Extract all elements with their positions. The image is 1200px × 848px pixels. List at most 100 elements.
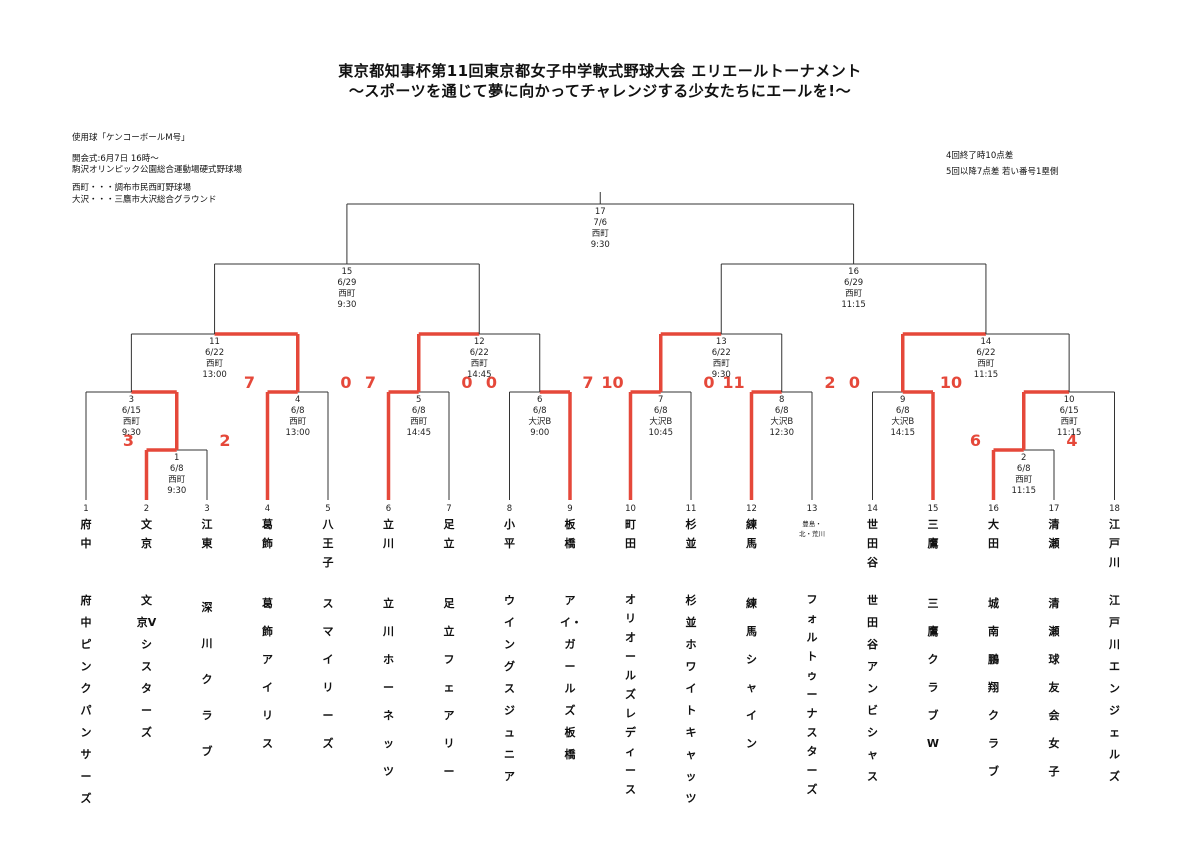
match-time-10: 11:15 <box>1057 428 1082 438</box>
match-venue-9: 大沢B <box>891 416 914 427</box>
team-name-14: 世田谷アンビシャス <box>867 594 878 783</box>
score-m6-left: 0 <box>486 373 497 392</box>
match-date-16: 6/29 <box>844 278 863 288</box>
match-number-6: 6 <box>537 395 542 405</box>
match-venue-13: 西町 <box>713 359 731 369</box>
team-region-13-b: 北・荒川 <box>799 529 825 538</box>
team-number-3: 3 <box>204 504 209 514</box>
score-m7-right: 0 <box>703 373 714 392</box>
score-m4-right: 0 <box>340 373 351 392</box>
team-name-16: 城南鵬翔クラブ <box>988 597 999 778</box>
match-venue-7: 大沢B <box>649 416 672 427</box>
team-number-11: 11 <box>686 504 697 514</box>
venue-nishimachi-note: 西町・・・調布市民西町野球場 <box>72 183 192 193</box>
score-m6-right: 7 <box>582 373 593 392</box>
match-number-7: 7 <box>658 395 663 405</box>
match-number-4: 4 <box>295 395 300 405</box>
match-time-2: 11:15 <box>1012 486 1037 496</box>
match-number-2: 2 <box>1021 453 1026 463</box>
team-name-10: オリオールズレディース <box>625 593 636 796</box>
team-name-18: 江戸川エンジェルズ <box>1109 594 1120 783</box>
team-name-4: 葛飾アイリス <box>262 597 273 750</box>
match-date-12: 6/22 <box>470 348 489 358</box>
score-m8-left: 11 <box>722 373 744 392</box>
score-m1-left: 3 <box>123 431 134 450</box>
team-number-10: 10 <box>625 504 636 514</box>
team-region-17: 清瀬 <box>1048 518 1060 550</box>
match-time-3: 9:30 <box>122 428 141 438</box>
team-region-4: 葛飾 <box>262 518 273 550</box>
match-number-17: 17 <box>595 207 606 217</box>
team-number-18: 18 <box>1109 504 1120 514</box>
team-name-2: 文京Vシスターズ <box>136 594 157 739</box>
match-venue-17: 西町 <box>592 229 610 239</box>
score-m8-right: 2 <box>824 373 835 392</box>
tournament-title: 東京都知事杯第11回東京都女子中学軟式野球大会 エリエールトーナメント <box>338 62 862 80</box>
match-venue-4: 西町 <box>289 417 307 427</box>
match-date-10: 6/15 <box>1060 406 1079 416</box>
team-name-11: 杉並ホワイトキャッツ <box>685 594 697 805</box>
match-time-15: 9:30 <box>337 300 356 310</box>
match-venue-10: 西町 <box>1061 417 1079 427</box>
match-venue-12: 西町 <box>471 359 489 369</box>
score-m2-left: 6 <box>970 431 981 450</box>
match-time-17: 9:30 <box>591 240 610 250</box>
team-name-9: アイ・ガールズ板橋 <box>560 594 582 761</box>
tournament-subtitle: 〜スポーツを通じて夢に向かってチャレンジする少女たちにエールを!〜 <box>348 82 852 100</box>
match-date-6: 6/8 <box>533 406 547 416</box>
match-number-3: 3 <box>129 395 134 405</box>
team-number-6: 6 <box>386 504 391 514</box>
team-region-1: 府中 <box>80 518 92 550</box>
match-date-7: 6/8 <box>654 406 668 416</box>
match-number-9: 9 <box>900 395 905 405</box>
match-time-4: 13:00 <box>286 428 311 438</box>
team-name-13: フォルトゥーナスターズ <box>806 593 818 796</box>
match-date-1: 6/8 <box>170 464 184 474</box>
match-date-15: 6/29 <box>337 278 356 288</box>
mercy-rule-note-2: 5回以降7点差 若い番号1塁側 <box>946 167 1059 177</box>
team-region-18: 江戸川 <box>1109 518 1120 569</box>
match-venue-6: 大沢B <box>528 416 551 427</box>
match-number-13: 13 <box>716 337 727 347</box>
team-region-6: 立川 <box>383 518 394 550</box>
team-number-12: 12 <box>746 504 757 514</box>
score-m9-left: 0 <box>849 373 860 392</box>
match-venue-11: 西町 <box>206 359 224 369</box>
match-time-8: 12:30 <box>770 428 795 438</box>
match-time-7: 10:45 <box>649 428 674 438</box>
score-m9-right: 10 <box>940 373 962 392</box>
team-number-9: 9 <box>567 504 572 514</box>
team-number-8: 8 <box>507 504 512 514</box>
match-date-11: 6/22 <box>205 348 224 358</box>
team-number-17: 17 <box>1049 504 1060 514</box>
match-time-1: 9:30 <box>167 486 186 496</box>
team-region-13-a: 豊島・ <box>802 519 822 528</box>
match-time-16: 11:15 <box>841 300 866 310</box>
match-venue-5: 西町 <box>410 417 428 427</box>
match-number-5: 5 <box>416 395 421 405</box>
team-region-10: 町田 <box>625 518 636 550</box>
team-name-3: 深川クラブ <box>201 601 213 758</box>
match-number-16: 16 <box>848 267 859 277</box>
team-region-2: 文京 <box>141 518 152 550</box>
score-m5-left: 7 <box>365 373 376 392</box>
team-name-5: スマイリーズ <box>322 597 334 750</box>
match-number-1: 1 <box>174 453 179 463</box>
score-m5-right: 0 <box>461 373 472 392</box>
match-date-5: 6/8 <box>412 406 426 416</box>
team-region-15: 三鷹 <box>927 518 939 550</box>
match-date-3: 6/15 <box>122 406 141 416</box>
team-name-1: 府中ピンクパンサーズ <box>80 594 92 805</box>
team-number-4: 4 <box>265 504 270 514</box>
team-number-2: 2 <box>144 504 149 514</box>
match-number-10: 10 <box>1064 395 1075 405</box>
match-venue-16: 西町 <box>845 289 863 299</box>
match-date-8: 6/8 <box>775 406 789 416</box>
opening-ceremony-note: 開会式:6月7日 16時〜 <box>72 154 159 164</box>
match-number-11: 11 <box>209 337 220 347</box>
team-number-15: 15 <box>928 504 939 514</box>
team-number-5: 5 <box>325 504 330 514</box>
match-date-14: 6/22 <box>976 348 995 358</box>
match-date-9: 6/8 <box>896 406 910 416</box>
team-region-8: 小平 <box>504 518 515 550</box>
